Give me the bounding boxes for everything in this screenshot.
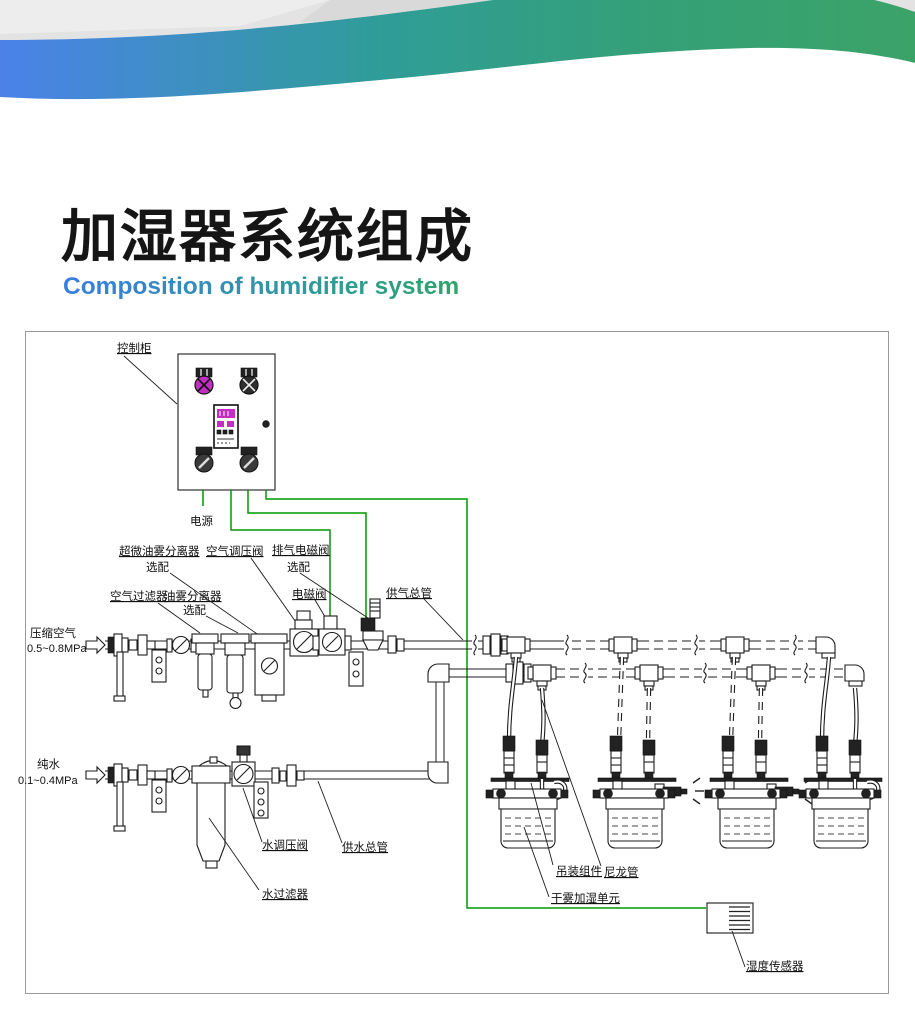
label-water-supply-header: 供水总管 <box>342 840 388 854</box>
label-air-regulator: 空气调压阀 <box>206 544 264 558</box>
label-power: 电源 <box>190 514 213 528</box>
label-water-filter: 水过滤器 <box>262 888 308 901</box>
air-elbow <box>815 636 836 654</box>
label-oil-mist-separator: 油雾分离器 <box>164 589 222 603</box>
water-supply-header <box>449 661 865 691</box>
label-optional: 选配 <box>146 561 169 574</box>
label-hanging-assembly: 吊装组件 <box>556 864 602 878</box>
exhaust-solenoid-valve <box>360 598 384 651</box>
water-filter <box>191 756 231 869</box>
label-air-filter: 空气过滤器 <box>110 589 168 603</box>
label-exhaust-solenoid: 排气电磁阀 <box>272 543 330 557</box>
label-air-supply-header: 供气总管 <box>386 586 432 600</box>
page-subtitle: Composition of humidifier system <box>63 273 460 300</box>
indicator-lamp-icon <box>194 367 214 395</box>
ultra-fine-separator <box>250 633 288 702</box>
header-wave <box>0 0 915 130</box>
label-air-pressure: 0.5~0.8MPa <box>27 643 88 655</box>
label-solenoid-valve: 电磁阀 <box>292 587 327 601</box>
control-wires <box>202 490 706 909</box>
control-cabinet: 控制柜 <box>117 341 276 491</box>
label-optional: 选配 <box>183 604 206 617</box>
label-water-pressure: 0.1~0.4MPa <box>18 775 79 787</box>
label-humidity-sensor: 湿度传感器 <box>746 959 804 973</box>
air-line: 压缩空气 0.5~0.8MPa <box>27 598 406 710</box>
humidity-sensor: 湿度传感器 <box>706 902 804 973</box>
label-optional: 选配 <box>287 561 310 574</box>
air-train-labels: 超微油雾分离器 选配 空气调压阀 排气电磁阀 选配 空气过滤器 油雾分离器 选配… <box>110 543 464 641</box>
knob-icon <box>239 446 259 473</box>
air-regulator-valve <box>289 610 319 657</box>
indicator-lamp-icon <box>239 367 259 395</box>
label-pure-water: 纯水 <box>37 758 60 771</box>
air-supply-header <box>406 633 836 663</box>
controller-module <box>213 404 239 449</box>
solenoid-valve <box>312 615 352 656</box>
cabinet-latch-icon <box>262 420 270 428</box>
water-labels: 水调压阀 供水总管 水过滤器 <box>208 780 388 901</box>
water-regulator-valve <box>231 745 256 787</box>
diagram-frame <box>25 331 889 994</box>
label-water-regulator: 水调压阀 <box>262 838 308 852</box>
label-dry-fog-unit: 干雾加湿单元 <box>551 892 620 905</box>
water-elbow <box>844 664 865 682</box>
label-control-cabinet: 控制柜 <box>117 341 152 355</box>
unit-labels: 吊装组件 尼龙管 干雾加湿单元 <box>523 699 639 905</box>
knob-icon <box>194 446 214 473</box>
label-compressed-air: 压缩空气 <box>30 626 76 640</box>
water-line: 纯水 0.1~0.4MPa <box>18 663 450 869</box>
oil-mist-separator <box>220 633 250 710</box>
page-title: 加湿器系统组成 <box>61 205 474 269</box>
label-nylon-tube: 尼龙管 <box>604 865 639 879</box>
ribbon <box>0 0 915 100</box>
air-filter <box>191 633 219 698</box>
label-ultra-fine-separator: 超微油雾分离器 <box>119 544 200 558</box>
